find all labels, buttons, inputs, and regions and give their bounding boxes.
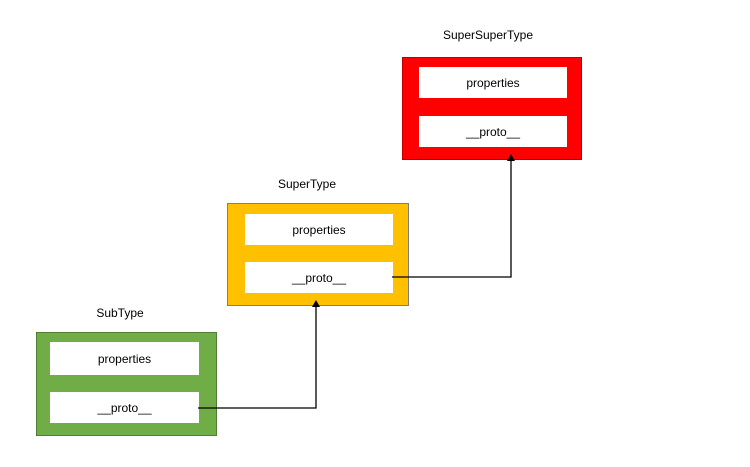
subtype-title: SubType: [96, 306, 144, 320]
subtype-proto-field: __proto__: [50, 392, 199, 423]
supertype-to-supersupertype-arrow: [392, 154, 515, 278]
subtype-to-supertype-arrow: [198, 300, 320, 409]
subtype-box: properties __proto__: [36, 332, 217, 436]
supersupertype-box: properties __proto__: [402, 57, 582, 160]
supersupertype-proto-field: __proto__: [419, 116, 567, 147]
supersupertype-properties-field: properties: [419, 67, 567, 98]
supertype-proto-field: __proto__: [245, 262, 393, 293]
supertype-properties-field: properties: [245, 214, 393, 245]
subtype-properties-field: properties: [50, 342, 199, 375]
supertype-title: SuperType: [277, 177, 337, 191]
supertype-box: properties __proto__: [227, 203, 409, 306]
supersupertype-title: SuperSuperType: [442, 28, 534, 42]
